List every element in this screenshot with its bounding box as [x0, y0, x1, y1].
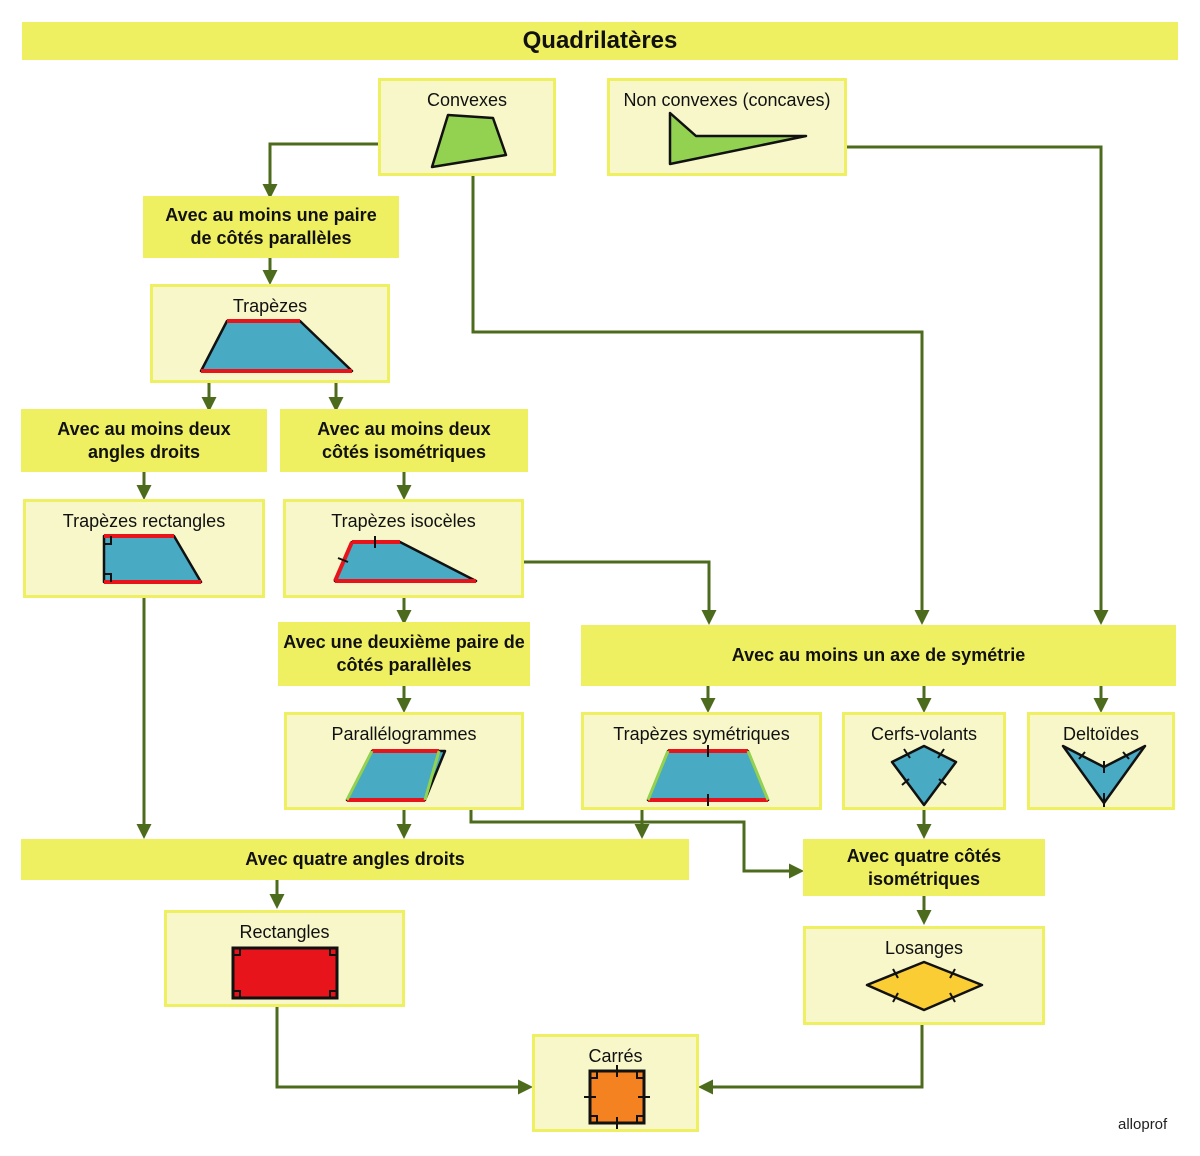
node-trapezes: Trapèzes: [150, 284, 390, 383]
convex-quadrilateral-shape: [430, 113, 508, 169]
criterion-quatre-angles-droits: Avec quatre angles droits: [21, 839, 689, 880]
node-trapezes-symetriques: Trapèzes symétriques: [581, 712, 822, 810]
node-label: Trapèzes: [232, 296, 308, 316]
kite-shape: [890, 744, 958, 807]
rhombus-shape: [865, 960, 984, 1012]
node-label: Parallélogrammes: [331, 724, 477, 744]
node-label: Non convexes (concaves): [623, 90, 831, 110]
arrow-trapezes-isoceles-to-axe-symetrie: [524, 560, 717, 625]
arrow-parallelogrammes-to-quatre-cotes-isometriques: [469, 810, 804, 879]
node-label: Rectangles: [239, 922, 330, 942]
node-label: Losanges: [884, 938, 964, 958]
node-losanges: Losanges: [803, 926, 1045, 1025]
criterion-deux-angles-droits: Avec au moins deux angles droits: [21, 409, 267, 472]
node-convexes: Convexes: [378, 78, 556, 176]
arrow-convexes-to-axe-symetrie: [471, 176, 930, 625]
node-trapezes-isoceles: Trapèzes isocèles: [283, 499, 524, 598]
node-label: Convexes: [426, 90, 508, 110]
arrow-losanges-to-carres: [698, 1025, 924, 1095]
diagram-title: Quadrilatères: [22, 22, 1178, 60]
node-trapezes-rectangles: Trapèzes rectangles: [23, 499, 265, 598]
node-label: Trapèzes isocèles: [331, 511, 476, 531]
symmetric-trapezoid-shape: [646, 745, 770, 806]
trapezoid-shape: [199, 319, 354, 373]
arrow-non-convexes-to-axe-symetrie: [847, 145, 1109, 625]
deltoid-shape: [1061, 744, 1147, 807]
arrow-rectangles-to-carres: [275, 1007, 533, 1095]
concave-quadrilateral-shape: [668, 111, 808, 166]
criterion-quatre-cotes-isometriques: Avec quatre côtés isométriques: [803, 839, 1045, 896]
parallelogram-shape: [345, 749, 447, 802]
right-trapezoid-shape: [102, 534, 203, 584]
credit-logo-text: alloprof: [1118, 1116, 1168, 1133]
square-shape: [584, 1065, 650, 1129]
criterion-deuxieme-paire: Avec une deuxième paire de côtés parallè…: [278, 622, 530, 686]
criterion-axe-symetrie: Avec au moins un axe de symétrie: [581, 625, 1176, 686]
isosceles-trapezoid-shape: [333, 536, 478, 583]
node-label: Cerfs-volants: [870, 724, 978, 744]
node-carres: Carrés: [532, 1034, 699, 1132]
node-label: Trapèzes rectangles: [62, 511, 226, 531]
criterion-deux-cotes-isometriques: Avec au moins deux côtés isométriques: [280, 409, 528, 472]
node-label: Trapèzes symétriques: [613, 724, 790, 744]
node-label: Deltoïdes: [1062, 724, 1140, 744]
node-non-convexes: Non convexes (concaves): [607, 78, 847, 176]
rectangle-shape: [231, 946, 339, 1000]
node-parallelogrammes: Parallélogrammes: [284, 712, 524, 810]
node-deltoides: Deltoïdes: [1027, 712, 1175, 810]
arrow-convexes-to-paire-paralleles: [262, 142, 378, 199]
criterion-paire-paralleles: Avec au moins une paire de côtés parallè…: [143, 196, 399, 258]
node-cerfs-volants: Cerfs-volants: [842, 712, 1006, 810]
node-label: Carrés: [588, 1046, 643, 1066]
node-rectangles: Rectangles: [164, 910, 405, 1007]
